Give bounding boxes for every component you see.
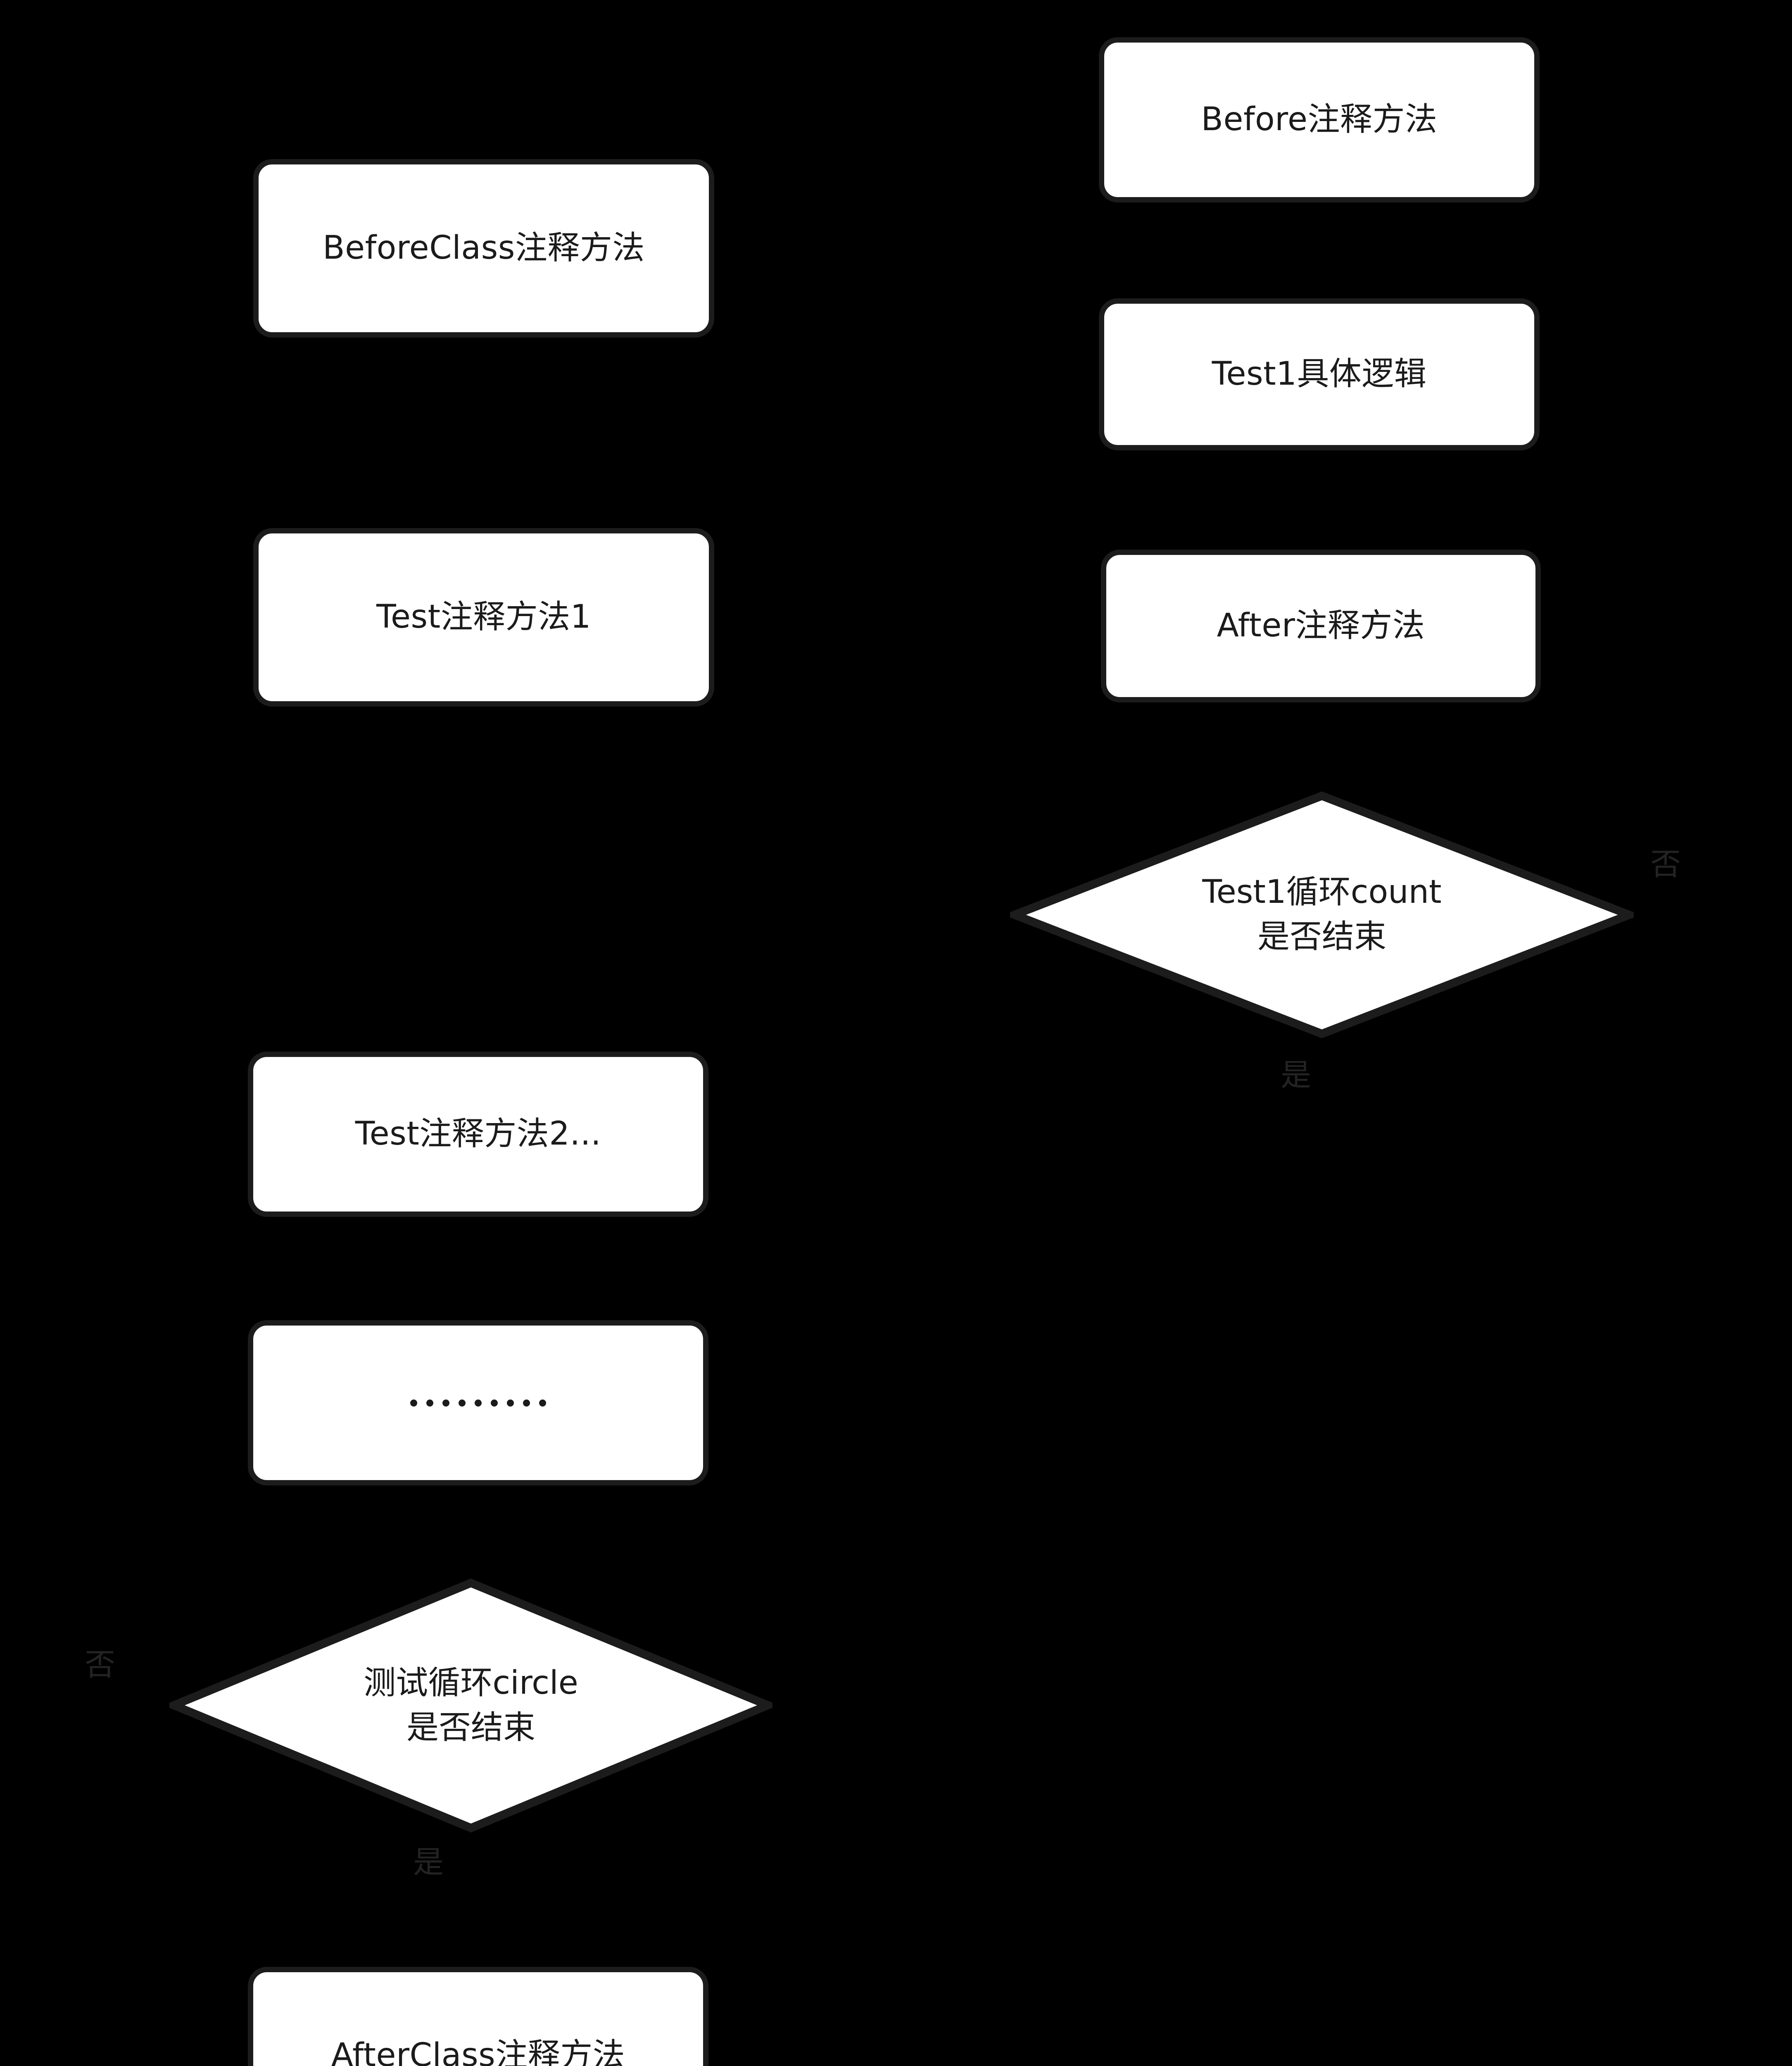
node-test1-logic-label: Test1具体逻辑 <box>1212 355 1427 393</box>
node-ellipsis[interactable] <box>248 1320 708 1485</box>
node-after-class-label: AfterClass注释方法 <box>331 2037 625 2066</box>
node-after-label: After注释方法 <box>1217 607 1425 645</box>
node-before-class[interactable]: BeforeClass注释方法 <box>253 159 714 338</box>
decision-circle-loop[interactable]: 测试循环circle 是否结束 <box>169 1578 772 1833</box>
node-test-method-1-label: Test注释方法1 <box>376 598 591 636</box>
decision-count-loop-shape <box>1010 791 1634 1038</box>
branch-label-circle-no: 否 <box>85 1647 115 1683</box>
ellipsis-dot <box>410 1399 417 1407</box>
node-after-class[interactable]: AfterClass注释方法 <box>248 1967 708 2066</box>
branch-label-circle-yes: 是 <box>413 1845 444 1880</box>
ellipsis-dot <box>507 1399 514 1407</box>
ellipsis-dot <box>523 1399 530 1407</box>
ellipsis-dot <box>442 1399 449 1407</box>
node-before-label: Before注释方法 <box>1201 101 1438 138</box>
node-before[interactable]: Before注释方法 <box>1099 37 1540 202</box>
node-test-method-2-label: Test注释方法2... <box>355 1115 601 1153</box>
decision-circle-loop-shape <box>169 1578 772 1833</box>
node-after[interactable]: After注释方法 <box>1101 550 1541 702</box>
ellipsis-dot <box>491 1399 498 1407</box>
node-test-method-1[interactable]: Test注释方法1 <box>253 528 714 707</box>
branch-label-count-yes: 是 <box>1281 1057 1311 1093</box>
node-test1-logic[interactable]: Test1具体逻辑 <box>1099 298 1540 450</box>
ellipsis-dot <box>475 1399 482 1407</box>
branch-label-count-no: 否 <box>1650 847 1681 882</box>
node-test-method-2[interactable]: Test注释方法2... <box>248 1052 708 1217</box>
decision-count-loop[interactable]: Test1循环count 是否结束 <box>1010 791 1634 1038</box>
node-ellipsis-dots <box>410 1399 546 1407</box>
ellipsis-dot <box>426 1399 433 1407</box>
ellipsis-dot <box>539 1399 546 1407</box>
node-before-class-label: BeforeClass注释方法 <box>323 229 645 267</box>
ellipsis-dot <box>459 1399 466 1407</box>
